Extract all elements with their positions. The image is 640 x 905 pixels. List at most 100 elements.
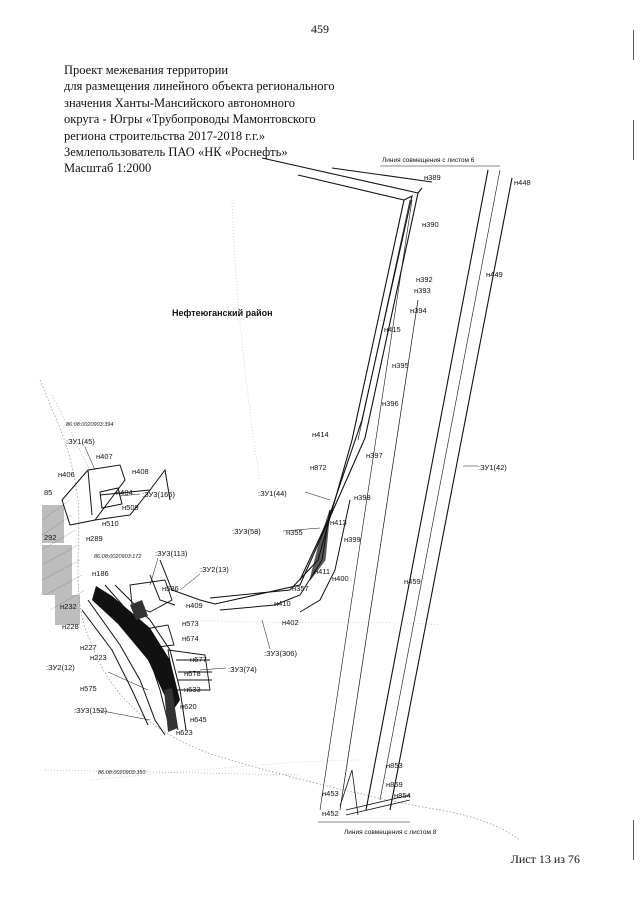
cadastral-boundary: [231, 199, 261, 481]
point-label: н453: [322, 789, 339, 798]
corridor-bottom: [299, 499, 351, 613]
point-label: н232: [60, 602, 77, 611]
parcel-label: :ЗУ3(74): [228, 665, 257, 674]
point-label: н645: [190, 715, 207, 724]
right-corridor-line: [319, 199, 413, 811]
cadastral-boundary: [39, 379, 521, 841]
point-label: н227: [80, 643, 97, 652]
cadastral-number: 86:08:0020903:394: [66, 422, 113, 428]
point-label: н448: [514, 178, 531, 187]
cadastral-number: 86:08:0020903:350: [98, 770, 146, 776]
point-label: н393: [414, 286, 431, 295]
point-label: н415: [384, 325, 401, 334]
hatched-area: [42, 505, 80, 625]
point-label: н509: [122, 503, 139, 512]
scan-edge: [633, 120, 634, 160]
point-label: н410: [274, 599, 291, 608]
point-label: н394: [410, 306, 427, 315]
parcel-label: :ЗУ1(44): [258, 489, 287, 498]
point-label: н674: [182, 634, 199, 643]
corridor-edge: [417, 187, 423, 194]
point-label: н357: [292, 584, 309, 593]
point-label: н186: [92, 569, 109, 578]
parcel-zu3-166: [99, 487, 123, 509]
scale-line: Масштаб 1:2000: [64, 161, 152, 176]
title-block: Проект межевания территории для размещен…: [64, 62, 364, 177]
parcel-label: :ЗУ3(113): [155, 549, 188, 558]
parcel-label: :ЗУ3(152): [74, 706, 107, 715]
match-line-top-label: Линия совмещения с листом 6: [382, 157, 475, 164]
point-label: н289: [86, 534, 103, 543]
point-label: н872: [310, 463, 327, 472]
parcel-label: :ЗУ1(45): [66, 437, 95, 446]
point-label: н389: [424, 173, 441, 182]
scan-edge: [633, 30, 634, 60]
point-label: 85: [44, 488, 52, 497]
point-label: н633: [184, 685, 201, 694]
corridor-edge: [331, 167, 433, 183]
parcel-dark: [92, 586, 180, 712]
point-label: н854: [394, 791, 411, 800]
point-label: н623: [176, 728, 193, 737]
point-label: н853: [386, 761, 403, 770]
parcel-label: :ЗУ1(42): [478, 463, 507, 472]
point-label: н413: [330, 518, 347, 527]
cadastral-number: 86:08:0020903:172: [94, 554, 141, 560]
right-corridor-line: [379, 169, 501, 801]
parcel-label: :ЗУ3(58): [232, 527, 261, 536]
right-corridor-line: [389, 177, 513, 811]
point-label: н573: [182, 619, 199, 628]
parcel-zu3-74: [167, 649, 211, 691]
district-label: Нефтеюганский район: [172, 308, 273, 318]
parcel-label: :ЗУ3(166): [142, 490, 175, 499]
page-number: 459: [311, 22, 329, 36]
corridor-axis: [357, 199, 411, 441]
title-line: Проект межевания территории: [64, 63, 229, 77]
point-label: н409: [186, 601, 203, 610]
point-label: 292: [44, 533, 57, 542]
title-line: для размещения линейного объекта региона…: [64, 79, 335, 94]
point-label: н404: [116, 488, 133, 497]
point-label: н390: [422, 220, 439, 229]
right-corridor-line: [365, 169, 489, 811]
right-corridor-line: [339, 299, 419, 811]
point-label: н510: [102, 519, 119, 528]
point-label: н223: [90, 653, 107, 662]
point-label: н399: [344, 535, 361, 544]
parcel-zu3-113: [129, 579, 173, 613]
corridor-outer: [214, 157, 419, 605]
sheet-footer: Лист 13 из 76: [510, 852, 580, 866]
point-label: н586: [162, 584, 179, 593]
parcel-zu1-45: [61, 464, 126, 526]
title-line: округа - Югры «Трубопроводы Мамонтовског…: [64, 112, 316, 127]
parcel-wedge: [309, 509, 331, 581]
point-label: н355: [286, 528, 303, 537]
match-line-bottom-label: Линия совмещения с листом 8: [344, 829, 437, 836]
point-label: н397: [366, 451, 383, 460]
point-label: н398: [354, 493, 371, 502]
point-label: н400: [332, 574, 349, 583]
point-label: н414: [312, 430, 329, 439]
corridor-inner-2: [299, 194, 413, 581]
point-label: н859: [386, 780, 403, 789]
point-label: н228: [62, 622, 79, 631]
point-label: н406: [58, 470, 75, 479]
point-label: н402: [282, 618, 299, 627]
parcel-label: :ЗУ3(306): [264, 649, 297, 658]
point-label: н452: [322, 809, 339, 818]
point-label: н449: [486, 270, 503, 279]
land-user-line: Землепользователь ПАО «НК «Роснефть»: [64, 145, 288, 160]
cadastral-boundary: [44, 769, 301, 776]
boundary-points: н389 н448 н390 н392 н393 н394 н449 н415 …: [44, 173, 531, 818]
point-label: н411: [314, 567, 330, 576]
point-label: н677: [190, 655, 207, 664]
parcel-label: :ЗУ2(12): [46, 663, 75, 672]
parcel-label: :ЗУ2(13): [200, 565, 229, 574]
point-label: н395: [392, 361, 409, 370]
scan-edge: [633, 820, 634, 860]
cadastral-boundary: [199, 619, 441, 626]
title-line: региона строительства 2017-2018 г.г.»: [64, 128, 266, 143]
point-label: н620: [180, 702, 197, 711]
cadastral-boundary: [51, 394, 91, 471]
